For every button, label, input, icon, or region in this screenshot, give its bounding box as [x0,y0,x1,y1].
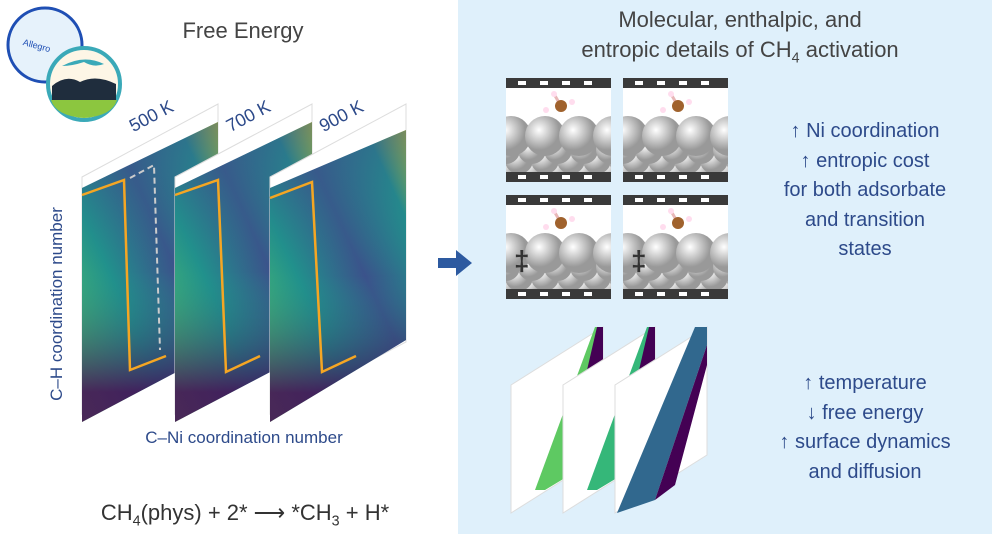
surface-900k [269,103,407,422]
free-energy-title: Free Energy [182,18,304,43]
right-title-line1: Molecular, enthalpic, and [618,7,862,32]
eq-sub: 3 [331,513,340,530]
statement-ni-coordination: ↑ Ni coordination ↑ entropic cost for bo… [750,117,980,265]
statement-line: ↓ free energy [806,401,924,424]
reaction-path [269,180,357,374]
ni-surface-atoms [623,91,728,182]
reaction-path [81,178,167,372]
right-title-line2: entropic details of CH4 activation [520,35,960,73]
statement-temperature: ↑ temperature ↓ free energy ↑ surface dy… [745,369,985,487]
title-part: activation [799,37,899,62]
alt-path [129,163,161,351]
md-snapshot-frame: ‡ [623,195,728,299]
statement-line: states [838,238,892,260]
eq-part: (phys) + 2* ⟶ *CH [140,500,332,525]
surface-density-maps [510,326,708,514]
statement-line: and diffusion [808,460,922,483]
md-snapshot-frame: ‡ [506,195,611,299]
title-sub: 4 [791,50,800,67]
md-snapshot-frame [623,78,728,182]
transition-state-symbol: ‡ [514,245,530,276]
statement-line: ↑ entropic cost [800,149,930,172]
statement-line: ↑ surface dynamics [779,431,951,453]
logo-badges: Allegro [6,6,122,122]
reaction-path [174,178,261,374]
md-snapshot-frame [506,78,611,182]
x-axis-label: C–Ni coordination number [128,428,360,448]
title-part: entropic details of CH [581,37,792,62]
right-title: Molecular, enthalpic, and entropic detai… [520,5,960,73]
arrow-right-icon [438,250,472,276]
eq-part: CH [100,500,133,525]
eq-sub: 4 [132,513,141,530]
reaction-equation: CH4(phys) + 2* ⟶ *CH3 + H* [40,500,450,529]
statement-line: ↑ Ni coordination [790,120,940,142]
statement-line: and transition [804,208,926,231]
free-energy-surfaces [81,103,407,422]
transition-state-symbol: ‡ [631,245,647,276]
eq-part: + H* [339,500,390,525]
statement-line: ↑ temperature [803,372,927,394]
y-axis-label: C–H coordination number [47,207,66,401]
statement-line: for both adsorbate [783,179,947,201]
x-axis-label-text: C–Ni coordination number [145,428,343,447]
ni-surface-atoms [506,91,611,182]
